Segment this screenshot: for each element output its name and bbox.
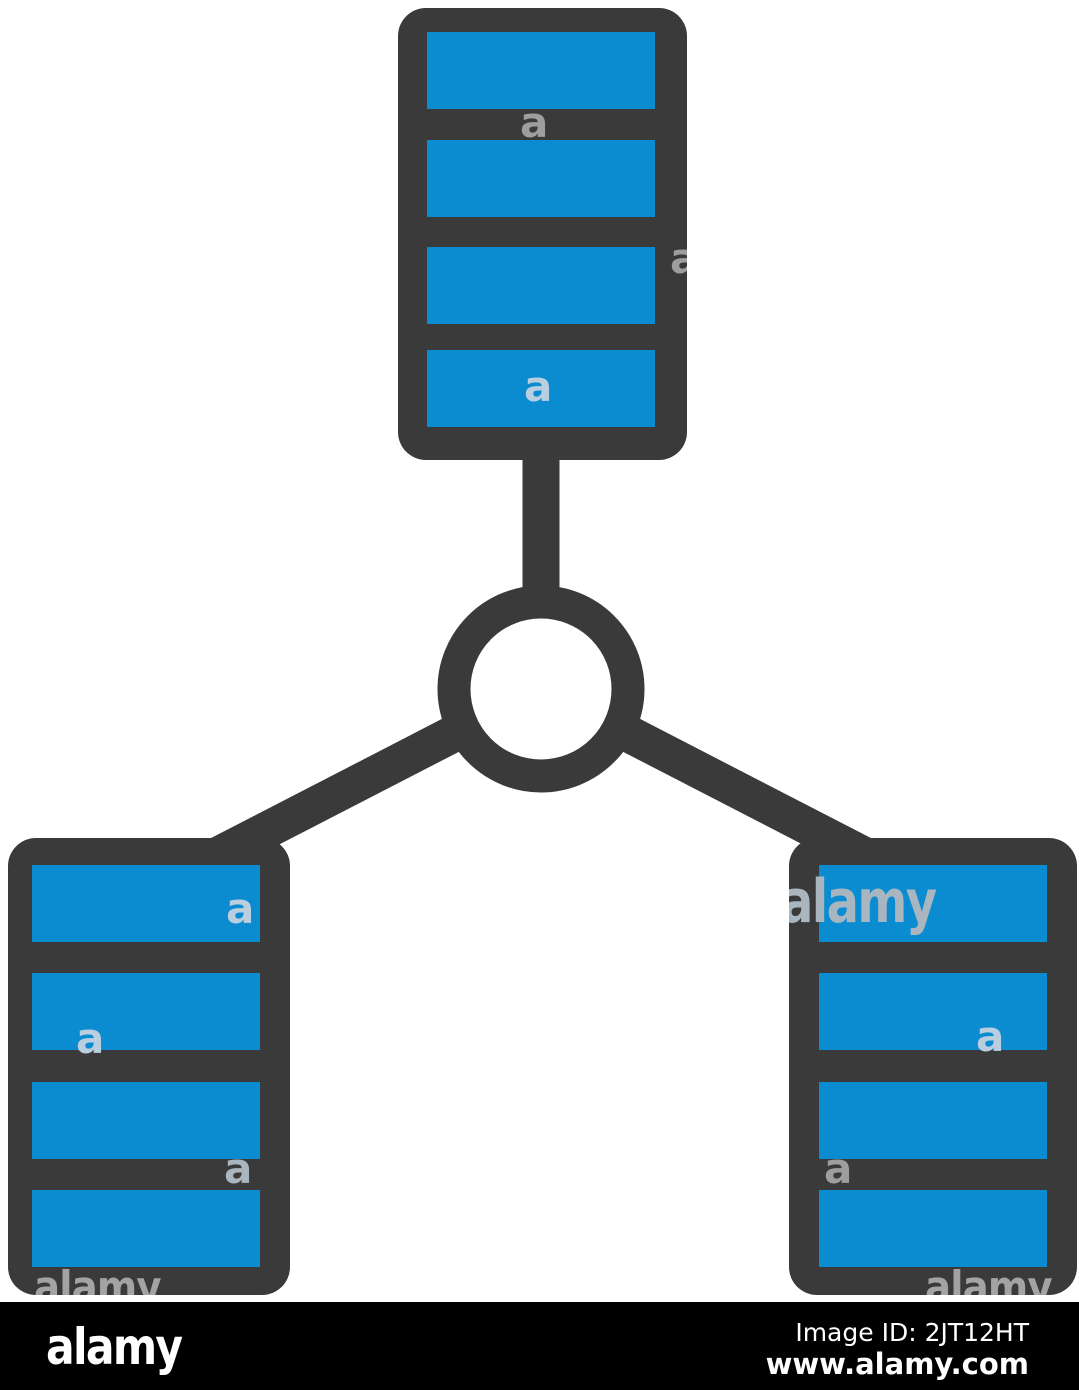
server-disk-stripe	[819, 1082, 1047, 1159]
database-server-right: alamy a a alamy	[789, 838, 1077, 1295]
server-disk-stripe	[819, 865, 1047, 942]
server-disk-stripe	[427, 247, 655, 324]
database-server-left: a a a alamy	[8, 838, 290, 1295]
watermark-word: alamy	[925, 1262, 1053, 1296]
watermark-letter: a	[76, 1014, 105, 1063]
network-hub-circle	[437, 585, 645, 793]
server-disk-stripe	[427, 350, 655, 427]
server-disk-stripe	[427, 32, 655, 109]
watermark-letter: a	[224, 1144, 253, 1193]
server-disk-stripe	[819, 973, 1047, 1050]
alamy-credit-bar: alamy Image ID: 2JT12HT www.alamy.com	[0, 1302, 1079, 1390]
credit-text-block: Image ID: 2JT12HT www.alamy.com	[766, 1318, 1029, 1380]
server-disk-stripe	[32, 1082, 260, 1159]
server-disk-stripe	[427, 140, 655, 217]
server-disk-stripe	[32, 865, 260, 942]
watermark-letter: a	[976, 1012, 1005, 1061]
server-disk-stripe	[32, 1190, 260, 1267]
watermark-letter: a	[670, 234, 687, 283]
alamy-logo: alamy	[46, 1318, 183, 1376]
image-id-text: Image ID: 2JT12HT	[795, 1318, 1029, 1347]
watermark-word: alamy	[789, 867, 937, 937]
watermark-letter: a	[824, 1144, 853, 1193]
server-disk-stripe	[32, 973, 260, 1050]
watermark-letter: a	[524, 362, 553, 411]
server-disk-stripe	[819, 1190, 1047, 1267]
watermark-word: alamy	[34, 1262, 162, 1296]
database-server-top: a a a	[398, 8, 687, 460]
watermark-letter: a	[226, 884, 255, 933]
watermark-letter: a	[520, 98, 549, 147]
alamy-url-text: www.alamy.com	[765, 1347, 1029, 1381]
